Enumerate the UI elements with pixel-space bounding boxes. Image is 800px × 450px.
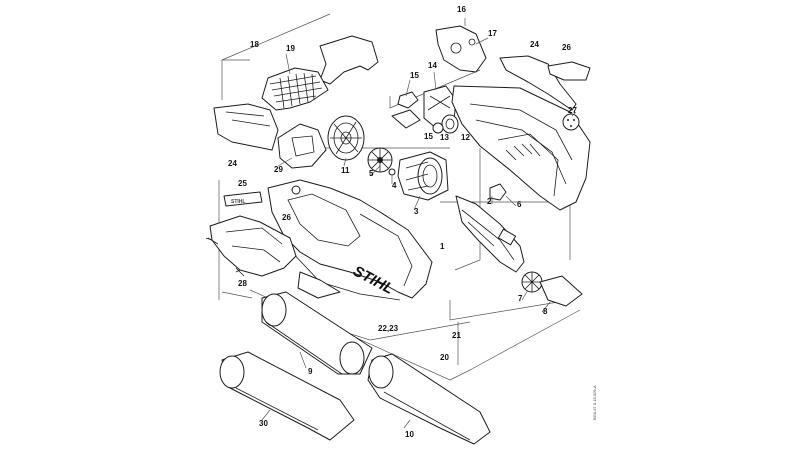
- motor-parts: [367, 147, 449, 201]
- callout-label: 22,23: [378, 324, 399, 333]
- callout-label: 24: [228, 159, 237, 168]
- callout-label: 27: [568, 106, 577, 115]
- callout-label: 26: [282, 213, 291, 222]
- fan-housing-parts: [277, 115, 365, 169]
- nozzle-tip-parts: [521, 271, 583, 307]
- callout-label: 17: [488, 29, 497, 38]
- callout-label: 1: [440, 242, 445, 251]
- callout-label: 12: [461, 133, 470, 142]
- electronics-module: [455, 183, 525, 273]
- blow-tube-parts: [219, 291, 491, 445]
- callout-label: 4: [392, 181, 397, 190]
- callout-label: 3: [414, 207, 419, 216]
- callout-label: 24: [530, 40, 539, 49]
- right-housing-shell: [451, 55, 591, 211]
- callout-label: 9: [308, 367, 313, 376]
- switch-parts: [391, 25, 487, 134]
- callout-label: 28: [238, 279, 247, 288]
- callout-label: 11: [341, 166, 350, 175]
- callout-label: 20: [440, 353, 449, 362]
- callout-label: 7: [518, 294, 523, 303]
- callout-label: 26: [562, 43, 571, 52]
- callout-label: 13: [440, 133, 449, 142]
- callout-leaders: [261, 18, 577, 429]
- document-code: BGA 57.0.15-009-A: [592, 385, 597, 420]
- callout-label: 30: [259, 419, 268, 428]
- callout-label: 14: [428, 61, 437, 70]
- callout-label: 2: [487, 197, 492, 206]
- callout-label: 21: [452, 331, 461, 340]
- intake-cover-parts: [213, 35, 379, 151]
- callout-label: 10: [405, 430, 414, 439]
- left-handle-parts: STIHL: [205, 191, 297, 277]
- callout-label: 5: [369, 169, 374, 178]
- main-housing: [267, 179, 433, 301]
- callout-label: 29: [274, 165, 283, 174]
- callout-label: 6: [517, 200, 522, 209]
- callout-label: 25: [238, 179, 247, 188]
- callout-label: 8: [543, 307, 548, 316]
- callout-label: 19: [286, 44, 295, 53]
- callout-label: 15: [424, 132, 433, 141]
- label-plate-text: STIHL: [231, 199, 245, 205]
- callout-label: 18: [250, 40, 259, 49]
- callout-label: 16: [457, 5, 466, 14]
- callout-label: 15: [410, 71, 419, 80]
